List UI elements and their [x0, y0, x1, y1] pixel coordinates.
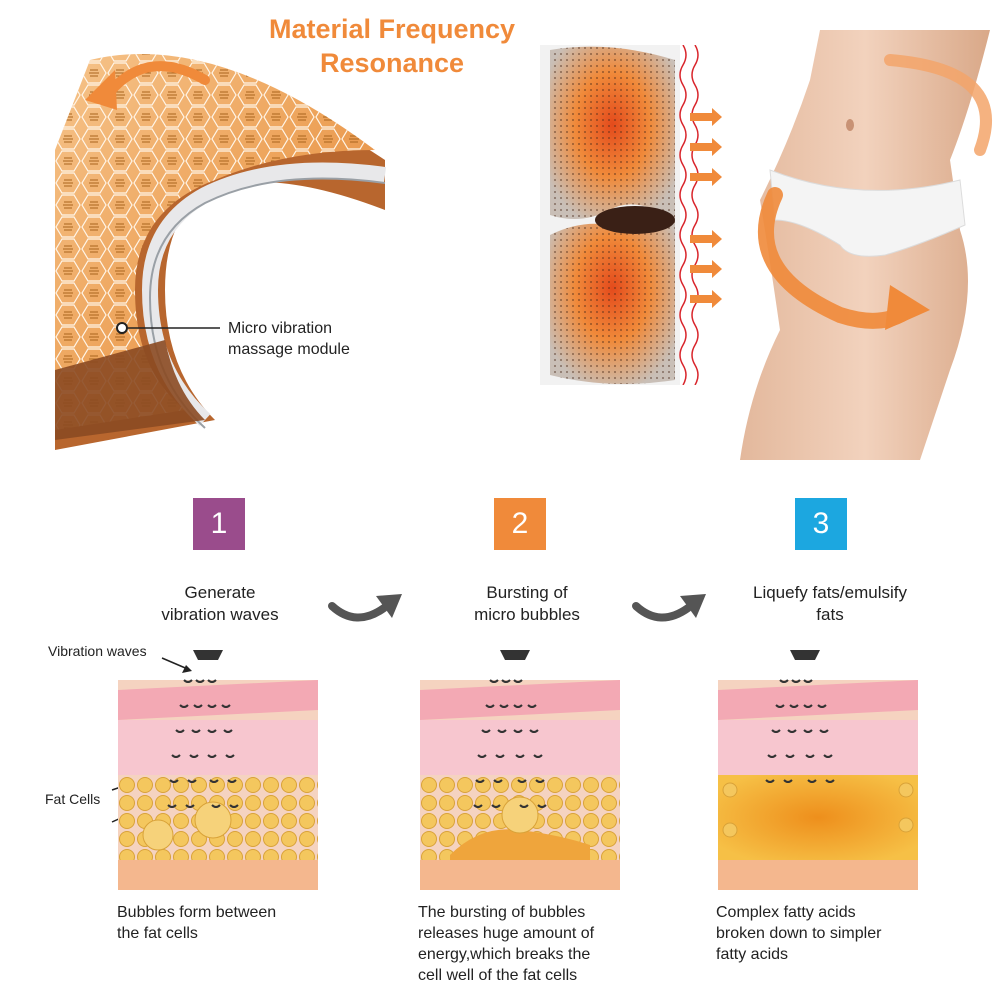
step-2-desc-line-4: cell well of the fat cells: [418, 967, 578, 984]
step-description-1: Bubbles form between the fat cells: [117, 902, 347, 944]
step-badge-3: 3: [795, 498, 847, 550]
cell-diagram-2: [420, 650, 620, 890]
step-arrow-1-icon: [326, 588, 406, 628]
step-title-2-line-2: micro bubbles: [474, 605, 580, 624]
step-title-2-line-1: Bursting of: [486, 583, 568, 602]
step-title-3-line-2: fats: [816, 605, 844, 624]
step-1-desc-line-2: the fat cells: [117, 925, 198, 942]
step-title-1-line-1: Generate: [184, 583, 256, 602]
step-3-desc-line-1: Complex fatty acids: [716, 904, 856, 921]
step-3-desc-line-2: broken down to simpler: [716, 925, 882, 942]
step-description-3: Complex fatty acids broken down to simpl…: [716, 902, 956, 965]
vibration-waves-label: Vibration waves: [48, 643, 147, 659]
step-1-desc-line-1: Bubbles form between: [117, 904, 277, 921]
module-callout-line-2: massage module: [228, 341, 350, 358]
step-title-3-line-1: Liquefy fats/emulsify: [752, 583, 907, 602]
step-badge-1: 1: [193, 498, 245, 550]
step-title-3: Liquefy fats/emulsify fats: [720, 582, 940, 626]
massage-belt-illustration: [540, 45, 730, 385]
step-title-2: Bursting of micro bubbles: [427, 582, 627, 626]
step-arrow-2-icon: [630, 588, 710, 628]
material-layers-illustration: [55, 40, 395, 450]
body-illustration: [690, 30, 1000, 460]
step-2-desc-line-1: The bursting of bubbles: [418, 904, 586, 921]
module-callout-line-1: Micro vibration: [228, 320, 333, 337]
title-line-1: Material Frequency: [268, 14, 516, 44]
step-2-desc-line-2: releases huge amount of: [418, 925, 595, 942]
module-callout: Micro vibration massage module: [228, 318, 350, 360]
step-title-1-line-2: vibration waves: [161, 605, 279, 624]
cell-diagram-1: [118, 650, 318, 890]
step-badge-2: 2: [494, 498, 546, 550]
step-3-desc-line-3: fatty acids: [716, 946, 789, 963]
step-title-1: Generate vibration waves: [120, 582, 320, 626]
step-2-desc-line-3: energy,which breaks the: [418, 946, 591, 963]
fat-cells-label: Fat Cells: [45, 791, 101, 807]
step-description-2: The bursting of bubbles releases huge am…: [418, 902, 658, 986]
title-line-2: Resonance: [319, 48, 465, 78]
page-title: Material Frequency Resonance: [232, 12, 552, 80]
cell-diagram-3: [718, 650, 918, 890]
